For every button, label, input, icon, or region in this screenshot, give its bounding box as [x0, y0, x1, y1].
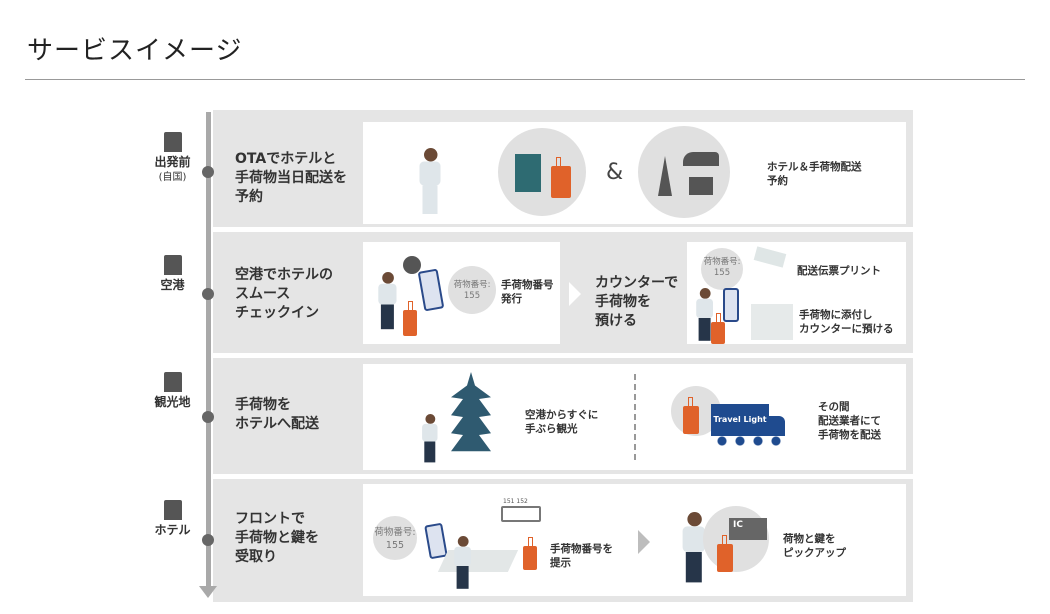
stage-hotel: ホテル [145, 500, 200, 538]
stage-airport: 空港 [145, 255, 200, 293]
dining-icon [689, 177, 713, 195]
kiosk-icon [417, 268, 445, 312]
airport-icon [163, 255, 182, 275]
castle-icon [163, 372, 182, 392]
hotel-icon [163, 500, 182, 520]
house-icon [163, 132, 182, 152]
front-desk-icon [437, 550, 519, 572]
baggage-number-badge: 荷物番号: 155 [448, 266, 496, 314]
ic-card-icon: IC [729, 518, 767, 540]
chevron-right-icon [569, 282, 581, 306]
page-title: サービスイメージ [27, 36, 243, 66]
stage-panel: & ホテル＆手荷物配送 予約 [363, 122, 906, 224]
stored-luggage-icon [501, 506, 541, 522]
stage-description: フロントで 手荷物と鍵を 受取り [235, 511, 319, 565]
pagoda-icon [451, 372, 491, 452]
stage-description: OTAでホテルと 手荷物当日配送を 予約 [235, 151, 347, 205]
traveler-illustration [418, 148, 442, 214]
timeline-dot [202, 288, 214, 300]
timeline-dot [202, 166, 214, 178]
baggage-number-badge: 荷物番号: 155 [373, 516, 417, 560]
baggage-tags: 151 152 [503, 498, 528, 505]
stage-sightseeing: 観光地 [145, 372, 200, 410]
suitcase-icon [551, 157, 571, 198]
stage-panel: 荷物番号: 155 151 152 手荷物番号を 提示 IC 荷物と鍵を ピック… [363, 484, 906, 596]
service-infographic: 出発前 (自国) OTAでホテルと 手荷物当日配送を 予約 & ホテル＆手荷物配… [145, 110, 913, 602]
check-icon [403, 256, 421, 274]
printer-icon [753, 246, 787, 268]
stage-description: 空港でホテルの スムース チェックイン [235, 267, 333, 321]
truck-icon: Travel Light [711, 404, 769, 436]
stage-panel: 荷物番号: 155 配送伝票プリント 手荷物に添付し カウンターに預ける [687, 242, 906, 344]
stage-departure: 出発前 (自国) [145, 132, 200, 185]
chevron-right-icon [638, 530, 650, 554]
counter-icon [751, 304, 793, 340]
hotel-building-icon [515, 154, 541, 192]
timeline-dot [202, 534, 214, 546]
timeline-dot [202, 411, 214, 423]
stage-description: カウンターで 手荷物を 預ける [595, 275, 679, 329]
timeline-line [206, 112, 211, 590]
title-divider [25, 79, 1025, 80]
stage-panel: 荷物番号: 155 手荷物番号 発行 [363, 242, 560, 344]
stage-description: 手荷物を ホテルへ配送 [235, 397, 319, 432]
stage-panel: 空港からすぐに 手ぶら観光 Travel Light その間 配送業者にて 手荷… [363, 364, 906, 470]
timeline-arrow-icon [199, 586, 217, 598]
train-icon [683, 152, 719, 166]
divider [634, 374, 636, 460]
